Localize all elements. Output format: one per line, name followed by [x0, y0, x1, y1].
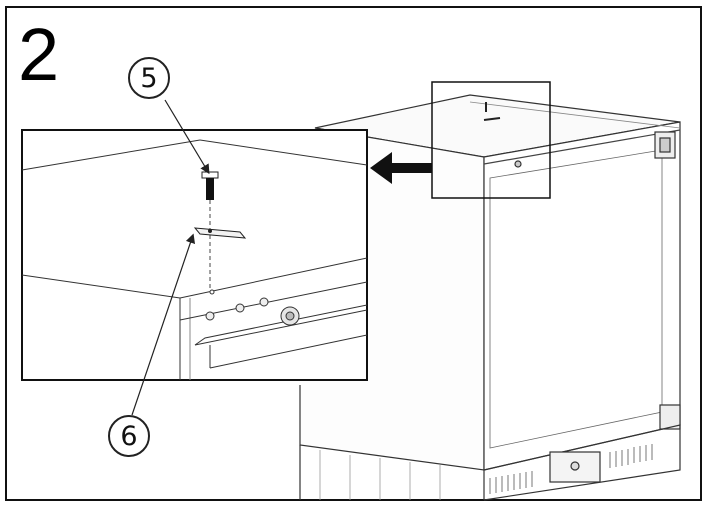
- outer-frame: [5, 6, 702, 501]
- leader-line-6: [131, 233, 196, 416]
- callout-label-6: 6: [108, 415, 150, 457]
- leader-line-5: [164, 99, 210, 175]
- callout-label-5: 5: [128, 57, 170, 99]
- bracket-part: [193, 227, 247, 239]
- detail-inset: [21, 129, 368, 381]
- step-number: 2: [18, 13, 60, 96]
- detail-highlight-box: [431, 81, 551, 199]
- detail-arrow: [370, 152, 432, 184]
